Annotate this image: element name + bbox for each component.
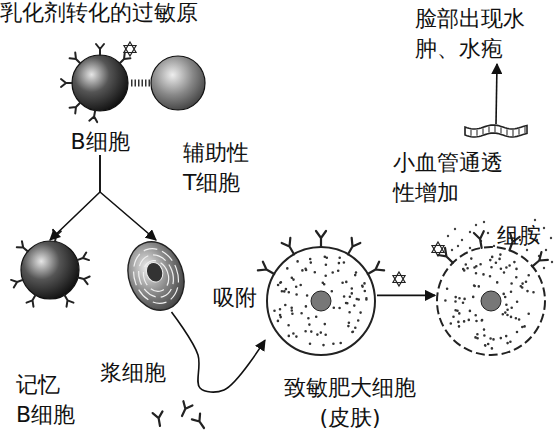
edge-label: 吸附	[213, 283, 257, 313]
node-label: 辅助性 T细胞	[183, 138, 263, 198]
antibody-symbol	[529, 252, 548, 270]
vessel-stripes	[465, 126, 525, 136]
plasma-cell: 浆细胞	[125, 240, 187, 312]
vessel-tube	[465, 125, 527, 137]
sensitized-mast-cell-shape	[258, 231, 384, 355]
antibody-symbol	[177, 401, 192, 418]
cell-body	[437, 247, 545, 355]
symptom-box: 脸部出现水肿、水疱	[413, 2, 553, 64]
node-outline	[20, 240, 80, 300]
flow-arrow	[172, 312, 266, 392]
antibody-symbol	[316, 231, 326, 247]
helper-t-cell-shape	[151, 56, 205, 110]
antibody-symbol	[282, 238, 299, 257]
antibody-symbol	[438, 248, 456, 266]
antibody-symbol	[258, 262, 277, 279]
cell-nucleus	[144, 260, 166, 284]
antibody-symbol	[365, 262, 384, 279]
flow-arrow	[496, 64, 497, 124]
node-label: 记忆 B细胞	[16, 370, 86, 430]
receptor-symbol	[51, 230, 61, 242]
b-cell-shape	[61, 44, 130, 122]
antibody-symbol	[474, 231, 487, 248]
blood-vessel: 小血管通透性增加	[465, 124, 527, 138]
granule-dots	[275, 257, 367, 345]
allergen-star	[124, 42, 136, 56]
cell-nucleus	[311, 291, 331, 311]
receptor-symbol	[96, 44, 104, 55]
receptor-symbol	[76, 253, 89, 264]
cell-body	[119, 234, 194, 318]
allergen-star	[393, 272, 405, 286]
endoplasmic-reticulum	[139, 257, 173, 295]
degranulating-mast-cell-shape	[437, 231, 548, 355]
node-outline	[265, 245, 377, 357]
granule-dots	[445, 255, 533, 349]
allergen-star	[432, 242, 444, 256]
receptor-symbol	[117, 53, 130, 66]
antibody-symbol	[344, 238, 361, 257]
receptor-symbol	[70, 53, 83, 66]
antibody-symbol	[153, 411, 165, 427]
receptor-symbol	[70, 100, 83, 113]
node-label: 组胺	[497, 221, 557, 251]
node-label: B细胞	[65, 127, 135, 157]
plasma-cell-shape	[119, 234, 194, 318]
endoplasmic-reticulum	[126, 242, 186, 309]
antibody-symbol	[192, 414, 208, 431]
helper-t-cell: 辅助性 T细胞	[151, 56, 205, 110]
node-label: 致敏肥大细胞 (皮肤)	[255, 373, 445, 433]
receptor-symbol	[89, 110, 99, 122]
b-cell: B细胞	[69, 55, 131, 155]
receptor-symbol	[77, 274, 90, 285]
plasma-cell-body	[119, 234, 194, 318]
allergen-star	[432, 242, 444, 256]
memory-b-cell-shape	[11, 230, 90, 307]
flow-arrow	[377, 295, 435, 297]
cell-binding-link	[131, 80, 151, 87]
free-antibodies	[153, 401, 208, 431]
figure-label: 乳化剂转化的过敏原	[0, 0, 215, 28]
degranulating-mast-cell: 组胺	[435, 245, 547, 357]
endoplasmic-reticulum	[133, 250, 179, 302]
blood-vessel-shape	[465, 125, 527, 137]
node-label: 浆细胞	[100, 358, 180, 388]
node-outline	[125, 240, 187, 312]
node-label: 脸部出现水肿、水疱	[415, 4, 543, 64]
node-label: 小血管通透性增加	[393, 148, 517, 208]
node-outline	[465, 124, 527, 138]
cell-body	[267, 247, 375, 355]
receptor-symbol	[17, 241, 31, 254]
flow-arrow	[50, 155, 100, 240]
receptor-symbol	[11, 276, 24, 287]
sensitized-mast-cell: 致敏肥大细胞 (皮肤)	[265, 245, 377, 357]
cell-body	[21, 241, 79, 299]
receptor-symbol	[27, 293, 39, 307]
flow-arrow	[100, 155, 156, 240]
node-outline	[151, 56, 205, 110]
cell-body	[151, 56, 205, 110]
allergen-star	[393, 272, 405, 286]
memory-b-cell: 记忆 B细胞	[20, 240, 80, 300]
cell-nucleus	[481, 291, 501, 311]
receptor-symbol	[61, 79, 72, 87]
allergen-star	[124, 42, 136, 56]
receptor-symbol	[61, 293, 73, 307]
node-outline	[435, 245, 547, 357]
